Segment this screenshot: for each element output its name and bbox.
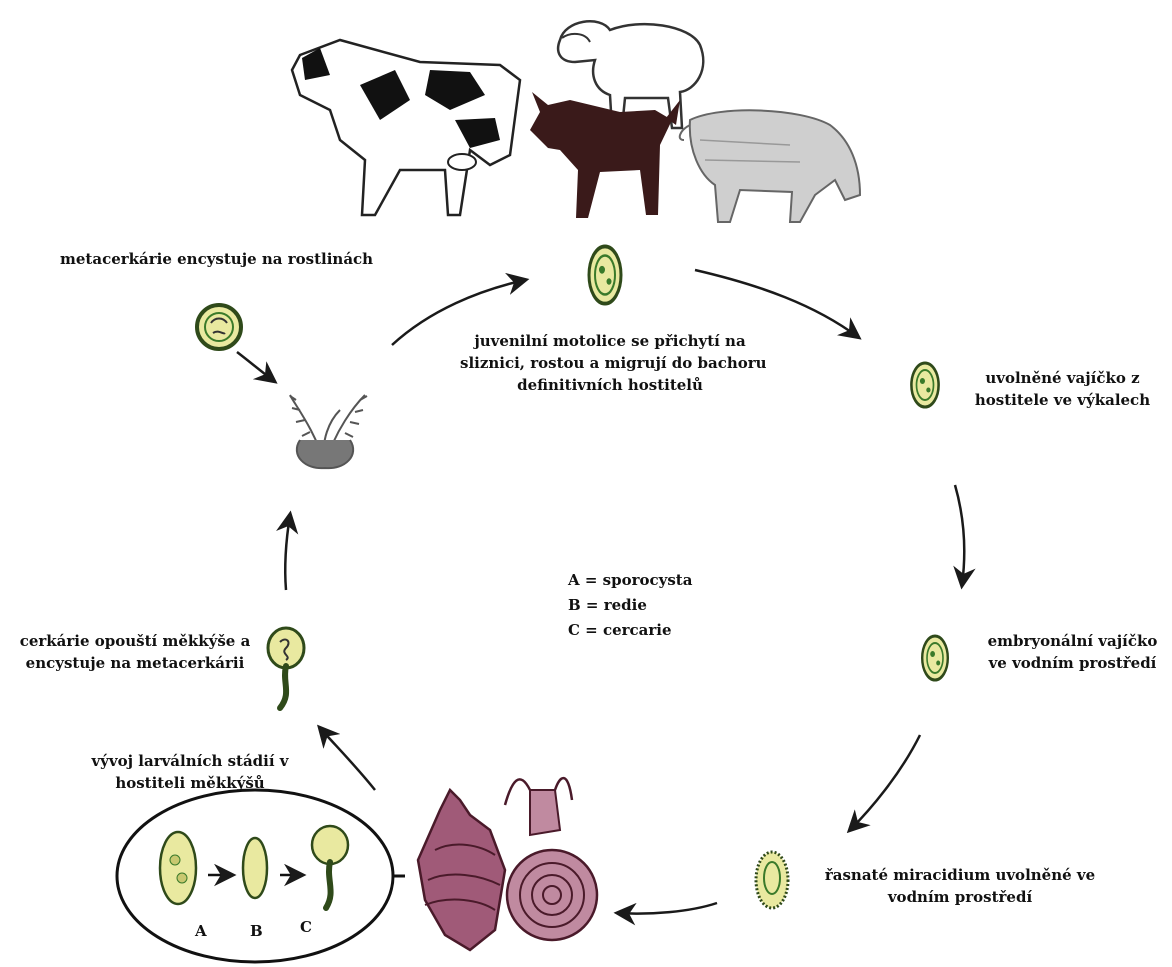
label-embryo-egg: embryonální vajíčko ve vodním prostředí (980, 630, 1165, 674)
label-cercaria: cerkárie opouští měkkýše a encystuje na … (0, 630, 270, 674)
pig-icon (680, 110, 860, 222)
miracidium-icon (756, 852, 788, 908)
egg-icon (197, 305, 241, 349)
goat-icon (530, 92, 680, 218)
stage-letter-c: C (300, 916, 312, 938)
label-released-egg: uvolněné vajíčko z hostitele ve výkalech (965, 367, 1160, 411)
cow-icon (292, 40, 520, 215)
label-metacercaria: metacerkárie encystuje na rostlinách (60, 248, 373, 270)
plant-icon (290, 395, 367, 468)
snail-icon (505, 778, 597, 940)
label-miracidium: řasnaté miracidium uvolněné ve vodním pr… (820, 864, 1100, 908)
egg-icon (589, 246, 621, 303)
legend: A = sporocysta B = redie C = cercarie (568, 568, 692, 643)
egg-icon (922, 636, 948, 680)
legend-item: A = sporocysta (568, 568, 692, 593)
snail-icon (418, 790, 505, 950)
label-larval: vývoj larválních stádií v hostiteli měkk… (70, 750, 310, 794)
label-juvenile: juvenilní motolice se přichytí na slizni… (460, 330, 760, 396)
stage-letter-b: B (250, 920, 263, 942)
cercaria-icon (268, 628, 304, 708)
legend-item: B = redie (568, 593, 692, 618)
stage-letter-a: A (195, 920, 207, 942)
egg-icon (911, 363, 938, 407)
legend-item: C = cercarie (568, 618, 692, 643)
